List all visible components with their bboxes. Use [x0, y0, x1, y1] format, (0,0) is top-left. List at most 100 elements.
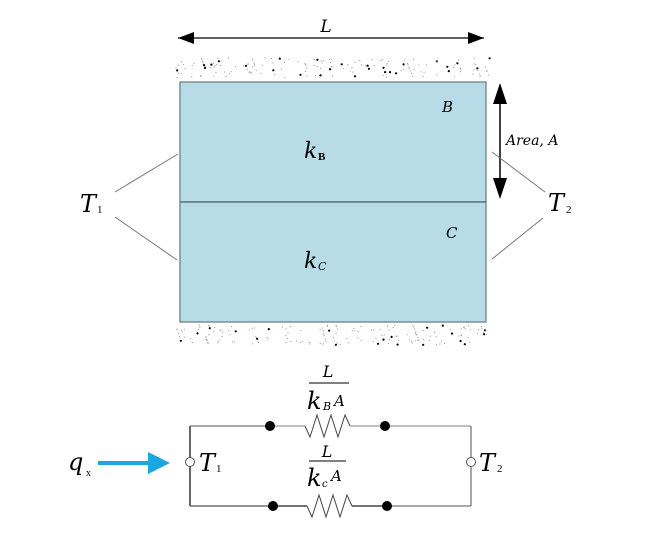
insulation-dot — [217, 57, 219, 59]
insulation-dot — [360, 339, 362, 341]
insulation-dot — [472, 73, 474, 75]
insulation-dot — [213, 75, 215, 77]
top-node-right — [380, 421, 390, 431]
insulation-dot — [395, 335, 397, 337]
right-temperature: T 2 — [491, 151, 572, 260]
insulation-bottom — [176, 324, 487, 346]
insulation-dot — [213, 66, 215, 68]
insulation-dot — [387, 343, 390, 345]
insulation-dot — [198, 324, 200, 326]
insulation-dot — [289, 326, 291, 328]
insulation-dot — [179, 339, 182, 342]
composite-slab: B C k B k C — [179, 81, 487, 323]
insulation-dot — [483, 329, 486, 332]
insulation-dot — [336, 342, 338, 344]
insulation-dot — [469, 329, 471, 331]
insulation-dot — [366, 64, 369, 67]
insulation-dot — [316, 58, 319, 61]
insulation-dot — [266, 336, 268, 338]
insulation-dot — [423, 338, 425, 340]
insulation-dot — [347, 342, 349, 344]
insulation-dot — [196, 332, 199, 335]
insulation-dot — [248, 72, 250, 74]
insulation-dot — [234, 330, 237, 333]
area-label: Area, A — [504, 133, 558, 149]
insulation-dot — [245, 64, 248, 67]
insulation-dot — [367, 67, 370, 70]
insulation-dot — [251, 327, 253, 329]
insulation-dot — [426, 326, 429, 329]
insulation-dot — [254, 336, 256, 338]
insulation-dot — [267, 328, 270, 331]
insulation-dot — [287, 332, 289, 334]
insulation-dot — [436, 61, 438, 63]
insulation-dot — [335, 324, 337, 326]
insulation-dot — [469, 341, 471, 343]
insulation-dot — [179, 336, 181, 338]
insulation-dot — [460, 328, 462, 330]
insulation-dot — [359, 60, 361, 62]
insulation-dot — [256, 336, 258, 338]
insulation-dot — [304, 63, 307, 65]
insulation-dot — [439, 343, 441, 345]
insulation-dot — [322, 59, 324, 62]
insulation-dot — [299, 73, 302, 76]
insulation-dot — [459, 339, 462, 343]
insulation-dot — [328, 68, 332, 71]
insulation-dot — [256, 337, 259, 340]
insulation-dot — [420, 71, 422, 73]
insulation-dot — [181, 329, 183, 331]
insulation-dot — [219, 330, 221, 332]
insulation-dot — [423, 71, 425, 73]
resistance-bottom-numerator: L — [321, 442, 333, 461]
insulation-dot — [228, 73, 230, 75]
insulation-dot — [230, 325, 233, 327]
insulation-dot — [396, 343, 399, 346]
insulation-dot — [319, 329, 321, 331]
insulation-dot — [207, 341, 209, 344]
insulation-dot — [460, 335, 462, 337]
length-arrowhead-left-icon — [178, 32, 194, 44]
insulation-dot — [406, 334, 408, 336]
insulation-dot — [190, 337, 192, 339]
insulation-dot — [381, 58, 383, 61]
insulation-dot — [459, 71, 462, 73]
insulation-dot — [210, 63, 213, 66]
insulation-dot — [386, 64, 388, 66]
insulation-dot — [326, 324, 328, 326]
insulation-dot — [322, 333, 324, 335]
insulation-dot — [299, 341, 302, 344]
insulation-dot — [322, 343, 324, 345]
bottom-node-right — [382, 501, 392, 511]
insulation-dot — [370, 329, 372, 331]
insulation-dot — [181, 331, 183, 333]
insulation-dot — [453, 66, 455, 68]
insulation-dot — [251, 343, 253, 345]
insulation-dot — [176, 77, 178, 79]
insulation-dot — [202, 61, 204, 63]
insulation-dot — [330, 58, 332, 60]
insulation-dot — [459, 68, 462, 70]
insulation-dot — [353, 328, 355, 330]
insulation-dot — [434, 332, 436, 334]
bottom-node-left — [268, 501, 278, 511]
insulation-dot — [340, 63, 343, 66]
insulation-dot — [351, 67, 353, 69]
insulation-dot — [479, 75, 481, 77]
insulation-dot — [251, 58, 254, 60]
insulation-dot — [206, 339, 208, 341]
insulation-dot — [280, 68, 282, 70]
t1-subscript: 1 — [97, 204, 103, 216]
insulation-dot — [360, 64, 362, 66]
insulation-dot — [387, 325, 389, 327]
insulation-dot — [285, 334, 287, 336]
insulation-dot — [473, 63, 475, 65]
insulation-dot — [320, 60, 322, 62]
insulation-dot — [417, 339, 419, 341]
insulation-dot — [335, 332, 337, 334]
insulation-dot — [191, 342, 193, 344]
insulation-dot — [484, 66, 487, 68]
insulation-dot — [390, 335, 393, 338]
insulation-dot — [177, 64, 179, 66]
insulation-dot — [380, 60, 382, 62]
